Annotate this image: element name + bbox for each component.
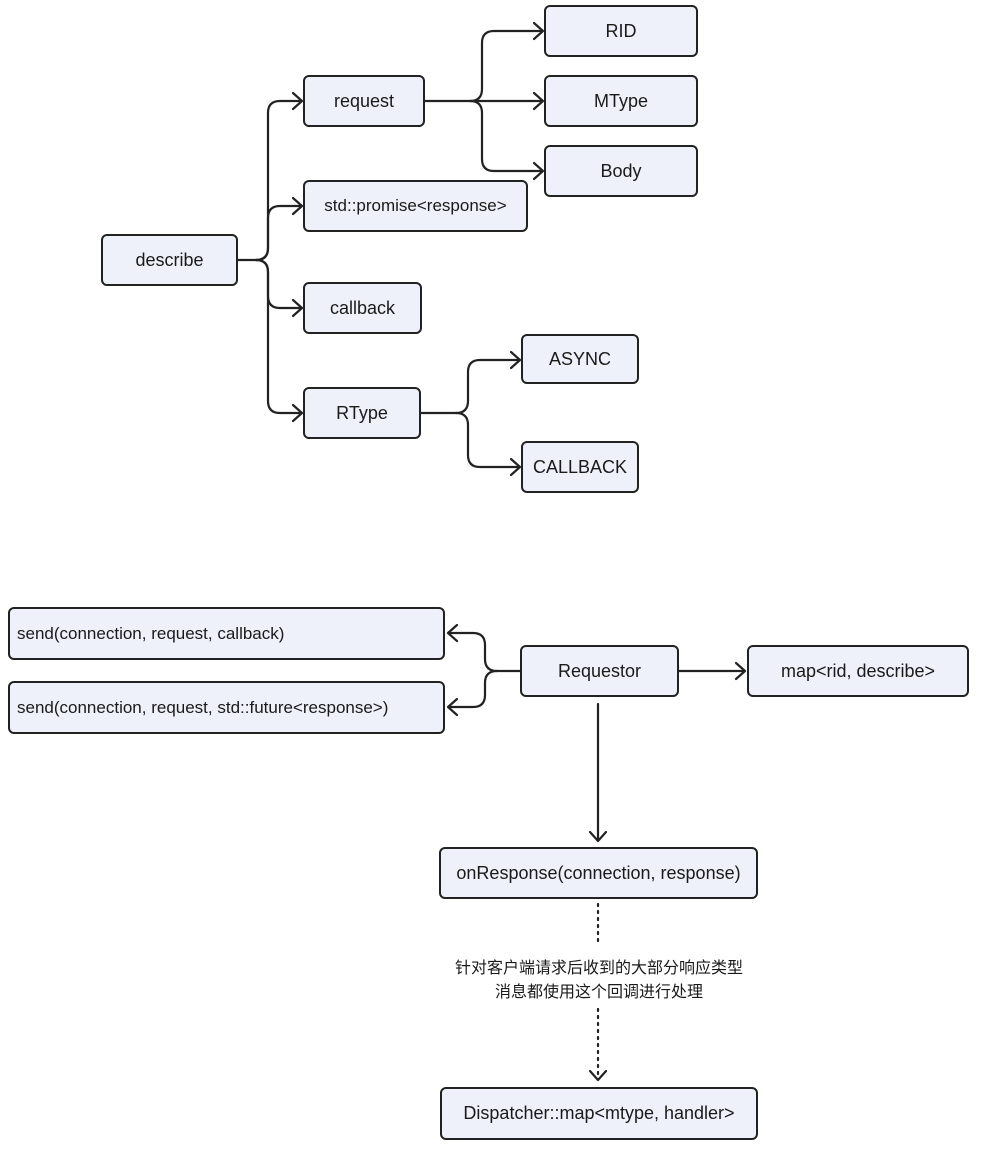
node-rtype: RType — [303, 387, 421, 439]
arrowhead-rid — [532, 21, 545, 41]
edge-requestor-send-callback — [447, 631, 499, 673]
node-on-response: onResponse(connection, response) — [439, 847, 758, 899]
arrowhead-callback-enum — [509, 457, 522, 477]
node-async: ASYNC — [521, 334, 639, 384]
annotation-note-line-2: 消息都使用这个回调进行处理 — [494, 982, 703, 1001]
node-callback-enum: CALLBACK — [521, 441, 639, 493]
node-callback: callback — [303, 282, 422, 334]
edge-requestor-send-future — [447, 669, 499, 709]
arrowhead-rtype — [291, 403, 304, 423]
node-std-promise-response: std::promise<response> — [303, 180, 528, 232]
annotation-note: 针对客户端请求后收到的大部分响应类型 消息都使用这个回调进行处理 — [400, 956, 798, 1004]
arrowhead-send-callback — [446, 623, 459, 643]
arrowhead-request — [291, 91, 304, 111]
node-dispatcher-map: Dispatcher::map<mtype, handler> — [440, 1087, 758, 1140]
node-request: request — [303, 75, 425, 127]
arrowhead-promise — [291, 196, 304, 216]
node-mtype: MType — [544, 75, 698, 127]
arrowhead-onresponse — [588, 830, 608, 843]
arrowhead-dispatcher — [588, 1069, 608, 1082]
node-send-callback: send(connection, request, callback) — [8, 607, 445, 660]
edge-describe-request — [254, 99, 303, 262]
node-rid: RID — [544, 5, 698, 57]
arrowhead-callback — [291, 298, 304, 318]
edge-rtype-callback — [454, 411, 521, 469]
node-map-rid-describe: map<rid, describe> — [747, 645, 969, 697]
arrowhead-async — [509, 350, 522, 370]
node-describe: describe — [101, 234, 238, 286]
arrowhead-send-future — [446, 697, 459, 717]
arrowhead-body — [532, 161, 545, 181]
annotation-note-line-1: 针对客户端请求后收到的大部分响应类型 — [454, 958, 743, 977]
node-send-future: send(connection, request, std::future<re… — [8, 681, 445, 734]
edge-describe-rtype — [254, 258, 303, 415]
node-requestor: Requestor — [520, 645, 679, 697]
edge-describe-promise — [254, 204, 303, 262]
arrowhead-mtype — [532, 91, 545, 111]
arrowhead-map — [734, 661, 747, 681]
edge-request-rid — [468, 29, 544, 103]
edge-request-body — [468, 99, 544, 173]
edge-rtype-async — [454, 358, 521, 415]
node-body: Body — [544, 145, 698, 197]
